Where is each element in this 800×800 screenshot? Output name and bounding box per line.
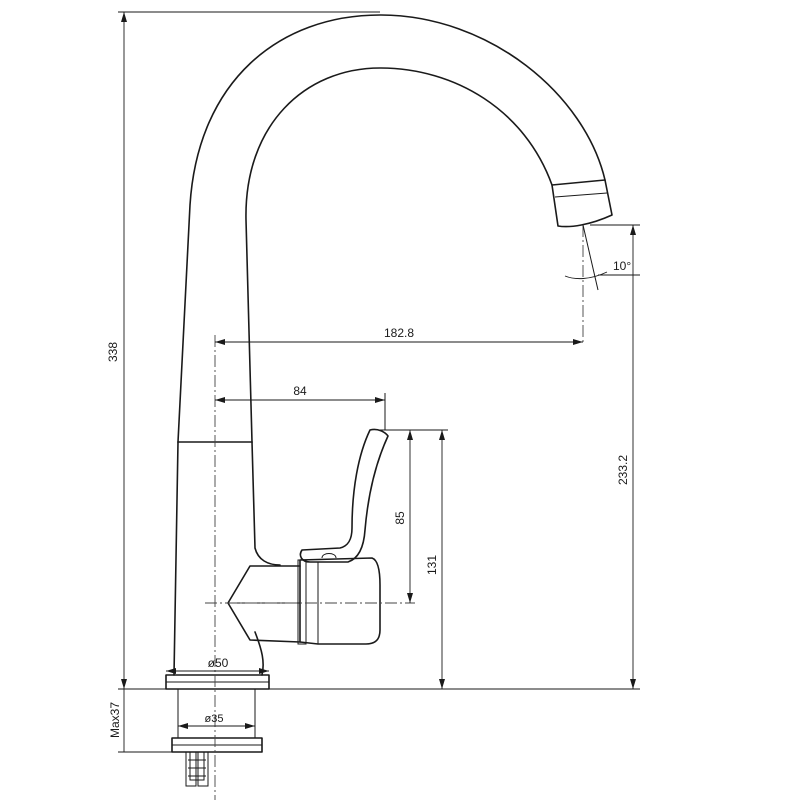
spout-outer-outline <box>177 14 606 443</box>
label-total-height: 338 <box>106 342 120 362</box>
body-left-side <box>173 441 179 676</box>
dim-338-arrow-top <box>121 12 127 22</box>
label-spout-angle: 10° <box>613 259 631 273</box>
dim-85-arrow-bottom <box>407 593 413 603</box>
label-handle-axis-height: 131 <box>425 555 439 575</box>
faucet-body <box>173 14 613 676</box>
base-assembly <box>165 674 270 787</box>
hose-stub-2 <box>197 751 209 787</box>
dim-2332-arrow-bottom <box>630 679 636 689</box>
dim-131-arrow-bottom <box>439 679 445 689</box>
label-handle-height: 85 <box>393 511 407 525</box>
body-right-side <box>251 441 281 566</box>
label-base-diameter: ø50 <box>208 656 229 670</box>
dim-131-arrow-top <box>439 430 445 440</box>
dim-2332-arrow-top <box>630 225 636 235</box>
dimension-lines <box>118 11 640 753</box>
hose-stub-1 <box>185 751 197 787</box>
label-max-thickness: Max37 <box>108 702 122 738</box>
dim-1828-arrow-right <box>573 339 583 345</box>
lever-handle <box>227 428 389 645</box>
dim-1828-arrow-left <box>215 339 225 345</box>
aerator-outline <box>551 179 613 228</box>
label-handle-reach: 84 <box>293 384 307 398</box>
dim-35-arrow-right <box>245 723 255 729</box>
dim-84-arrow-left <box>215 397 225 403</box>
spout-inner-outline <box>245 67 553 443</box>
dim-50-arrow-right <box>259 668 269 674</box>
threaded-rod <box>189 751 205 781</box>
dim-85-arrow-top <box>407 430 413 440</box>
housing-cap <box>297 559 307 645</box>
center-lines <box>205 225 584 800</box>
label-mounting-diameter: ø35 <box>205 713 224 725</box>
dim-50-arrow-left <box>166 668 176 674</box>
valve-diamond <box>227 565 301 643</box>
dim-84-arrow-right <box>375 397 385 403</box>
dim-338-arrow-bottom <box>121 679 127 689</box>
label-outlet-height: 233.2 <box>616 455 630 485</box>
lever-outline <box>299 428 389 563</box>
label-spout-reach: 182.8 <box>384 326 414 340</box>
angle-arc <box>564 271 608 280</box>
angle-leg <box>582 224 599 291</box>
aerator-ring <box>554 192 608 198</box>
screw-bump <box>321 553 337 559</box>
dim-35-arrow-left <box>178 723 188 729</box>
cartridge-housing <box>299 557 381 645</box>
dimension-labels: 338 182.8 84 85 131 233.2 10° ø50 ø35 Ma… <box>106 259 631 738</box>
